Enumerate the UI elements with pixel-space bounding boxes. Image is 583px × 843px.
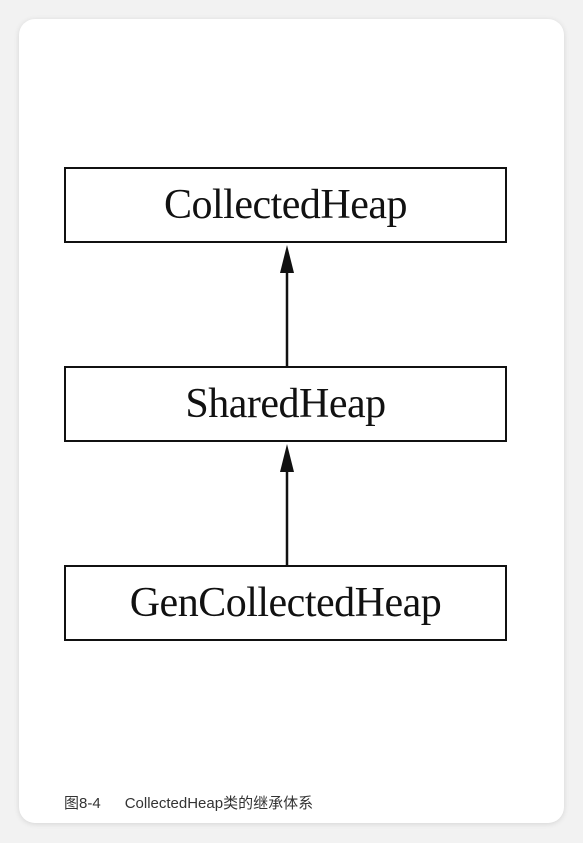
figure-caption-text: CollectedHeap类的继承体系 — [124, 795, 314, 812]
arrowhead-shared — [280, 444, 294, 472]
class-hierarchy-diagram: CollectedHeap SharedHeap GenCollectedHea… — [19, 19, 564, 719]
figure-number: 图8-4 — [64, 795, 101, 812]
node-shared-heap: SharedHeap — [64, 366, 507, 442]
arrowhead-collected — [280, 245, 294, 273]
arrow-layer — [280, 245, 294, 565]
node-collected-heap: CollectedHeap — [64, 167, 507, 243]
node-gen-collected-heap: GenCollectedHeap — [64, 565, 507, 641]
figure-caption: 图8-4 CollectedHeap类的继承体系 — [64, 792, 313, 813]
figure-card: CollectedHeap SharedHeap GenCollectedHea… — [19, 19, 564, 823]
